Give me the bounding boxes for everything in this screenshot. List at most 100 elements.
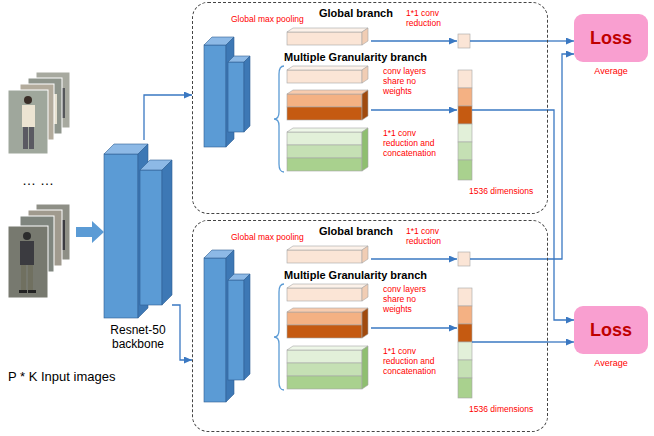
feature-strip <box>287 350 362 363</box>
op-note: 1*1 conv reduction and concatenation <box>383 347 445 376</box>
feature-block <box>228 280 244 380</box>
feature-strip <box>362 90 368 120</box>
loss-box: LossAverage <box>574 306 648 354</box>
feature-strip <box>362 284 368 301</box>
feature-vector <box>458 378 472 398</box>
feature-strip <box>362 308 368 338</box>
branch-title: Multiple Granularity branch <box>284 269 427 282</box>
op-note: 1*1 conv reduction and concatenation <box>383 129 445 158</box>
flow-wire <box>371 258 457 259</box>
bracket <box>274 66 284 390</box>
feature-strip <box>287 312 362 325</box>
pedestrian-photo <box>28 265 33 291</box>
pedestrian-photo <box>28 290 36 293</box>
op-note: 1*1 conv reduction <box>406 9 456 29</box>
feature-vector <box>458 288 472 306</box>
connector-layer <box>76 41 574 360</box>
op-note: Global max pooling <box>231 15 304 25</box>
flow-arrow <box>144 95 192 140</box>
feature-strip <box>287 70 362 83</box>
backbone-cuboid <box>162 160 172 305</box>
feature-strip <box>287 158 362 171</box>
feature-strip <box>362 246 368 263</box>
flow-arrow <box>548 54 574 259</box>
feature-vector <box>458 88 472 106</box>
pedestrian-photo <box>21 265 26 291</box>
pedestrian-photo <box>22 105 35 127</box>
flow-wire <box>470 258 548 259</box>
backbone-cuboid <box>104 144 172 318</box>
feature-vector <box>458 306 472 324</box>
feature-strip <box>287 94 362 107</box>
feature-vector <box>458 360 472 378</box>
flow-wire <box>472 341 548 342</box>
flow-wire <box>371 327 457 328</box>
feature-block <box>244 56 250 132</box>
backbone-cuboid <box>104 154 138 318</box>
pedestrian-photo <box>23 232 31 240</box>
input-label: P * K Input images <box>8 370 115 385</box>
bracket <box>274 66 284 172</box>
pedestrian-photo <box>23 127 28 149</box>
feature-strip <box>287 288 362 301</box>
feature-vector <box>458 324 472 342</box>
feature-vector <box>458 252 470 266</box>
op-note: conv layers share no weights <box>383 285 439 314</box>
feature-strip <box>287 363 362 376</box>
loss-label: Loss <box>590 320 632 341</box>
feature-strip <box>287 32 362 45</box>
feature-strip <box>287 107 362 120</box>
feature-strip <box>287 145 362 158</box>
feature-strip <box>362 128 368 171</box>
pedestrian-photo <box>8 226 48 298</box>
op-note: 1*1 conv reduction <box>406 227 456 247</box>
feature-strip <box>287 128 368 132</box>
feature-strip <box>362 346 368 389</box>
feature-vector <box>458 160 472 180</box>
feature-strip <box>287 28 368 389</box>
backbone-cuboid <box>140 170 162 305</box>
branch-panel: Global branchGlobal max pooling1*1 conv … <box>192 220 548 432</box>
pedestrian-photo <box>29 127 34 149</box>
flow-wire <box>472 109 548 110</box>
backbone-label: Resnet-50 backbone <box>100 324 176 352</box>
ellipsis-mark: … … <box>22 172 54 188</box>
feature-strip <box>287 66 368 70</box>
feature-vector <box>458 342 472 360</box>
pedestrian-photo <box>8 90 48 154</box>
backbone-block: Resnet-50 backbone <box>104 140 172 318</box>
flow-arrow <box>548 40 574 41</box>
flow-arrow <box>172 305 192 360</box>
op-note: conv layers share no weights <box>383 67 439 96</box>
flow-wire <box>371 109 457 110</box>
feature-strip <box>287 132 362 145</box>
branch-title: Global branch <box>319 7 393 20</box>
branch-panel: Global branchGlobal max pooling 1*1 conv … <box>192 2 548 214</box>
op-note: Global max pooling <box>231 233 304 243</box>
flow-arrow <box>548 341 574 342</box>
flow-wire <box>470 40 548 41</box>
feature-strip <box>362 66 368 83</box>
dimension-note: 1536 dimensions <box>469 405 533 415</box>
feature-strip <box>287 250 362 263</box>
feature-vector <box>458 124 472 142</box>
pedestrian-photo <box>24 96 32 104</box>
feature-strip <box>287 284 368 288</box>
feature-strip <box>287 308 368 312</box>
loss-box: LossAverage <box>574 14 648 62</box>
pedestrian-photo <box>8 72 70 298</box>
bracket <box>274 284 284 390</box>
feature-vector <box>458 34 472 398</box>
feature-strip <box>287 346 368 350</box>
loss-label: Loss <box>590 28 632 49</box>
feature-strip <box>287 246 368 250</box>
loss-note: Average <box>574 358 648 368</box>
flow-wire <box>371 41 548 342</box>
dimension-note: 1536 dimensions <box>469 187 533 197</box>
block-arrow <box>76 221 104 243</box>
feature-strip <box>287 376 362 389</box>
feature-strip <box>362 28 368 45</box>
feature-block <box>244 274 250 380</box>
feature-vector <box>458 34 470 48</box>
